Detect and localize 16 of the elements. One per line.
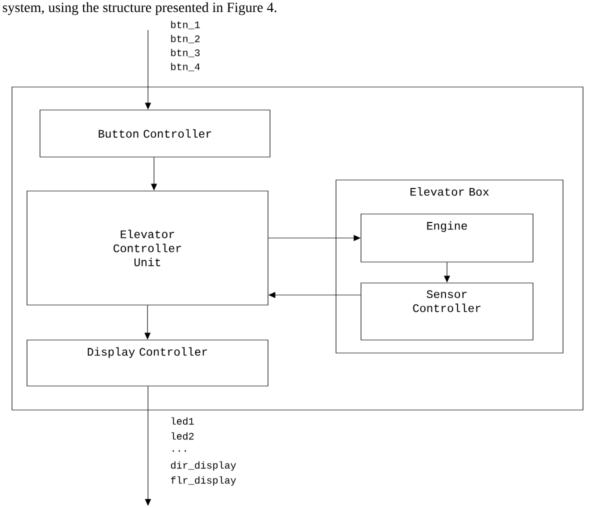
block-box: Elevator Controller Unit [26,190,268,306]
signal-label: led2 [172,432,194,440]
signal-label: btn_3 [171,48,200,58]
signal-label: btn_2 [171,34,200,44]
block-box: Sensor Controller [360,282,534,340]
signal-label: led1 [172,417,194,425]
signal-label: flr_display [170,476,236,486]
block-box: Button Controller [40,110,270,158]
caption-text: system, using the structure presented in Figure 4. [2,2,276,16]
signal-label: btn_1 [171,20,200,30]
signal-label: dir_display [170,461,236,471]
signal-label: btn_4 [171,62,200,72]
signal-label: ... [172,450,186,452]
block-box: Engine [360,214,534,262]
system-box [12,86,584,410]
block-box: Display Controller [26,340,268,386]
